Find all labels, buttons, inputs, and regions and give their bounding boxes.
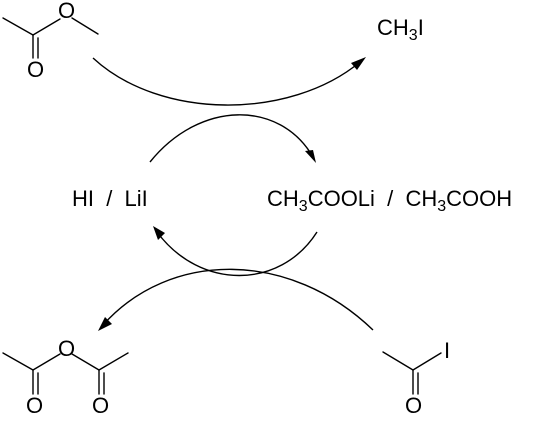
methyl-acetate-carbonyl-oxygen: O [27, 57, 44, 82]
anhydride-bridge-oxygen: O [58, 336, 75, 361]
arrow-acetyl-iodide-to-anhydride [102, 268, 374, 331]
acetic-anhydride: O O O [2, 336, 129, 418]
arrow-acetate-to-hi [156, 231, 318, 277]
anhydride-left-carbonyl-oxygen: O [26, 393, 43, 418]
arrow-methyl-acetate-to-methyl-iodide [92, 57, 361, 106]
arrowhead-acetate [305, 150, 316, 163]
anhydride-right-carbonyl-oxygen: O [92, 393, 109, 418]
methyl-acetate: O O [2, 0, 99, 82]
arrowhead-hi [153, 226, 165, 240]
acetyl-iodide-carbonyl-oxygen: O [405, 393, 422, 418]
hi-lii-label: HI / LiI [72, 186, 148, 211]
arrow-hi-to-acetate [149, 114, 314, 163]
acetyl-iodide: I O [382, 338, 450, 418]
acetate-label: CH3COOLi / CH3COOH [267, 186, 512, 215]
acetyl-iodide-iodine: I [444, 338, 450, 363]
arrowhead-methyl-iodide [351, 57, 366, 70]
methyl-iodide-label: CH3I [377, 15, 424, 44]
methyl-acetate-ester-oxygen: O [58, 0, 75, 23]
arrowhead-anhydride [98, 317, 112, 331]
